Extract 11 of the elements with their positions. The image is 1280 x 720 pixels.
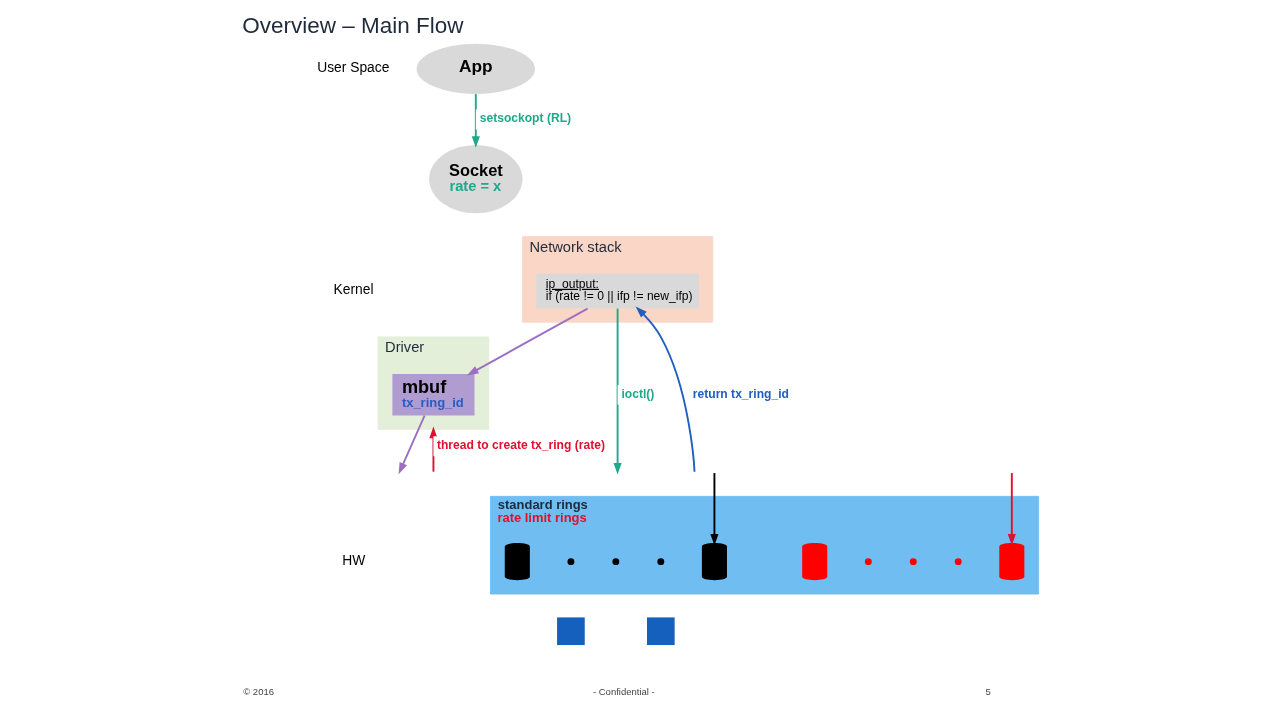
edge-label: return tx_ring_id (692, 386, 789, 401)
label: Kernel (333, 281, 374, 298)
label: HW (341, 551, 365, 568)
edge-label: ioctl() (620, 386, 654, 401)
edge-label: setsockopt (RL) (479, 111, 571, 126)
diagram-title: Overview – Main Flow (241, 13, 463, 39)
label: User Space (316, 59, 389, 76)
edge-label: thread to create tx_ring (rate) (436, 438, 605, 453)
label: 5 (984, 686, 991, 698)
label: © 2016 (242, 686, 274, 698)
label: - Confidential - (592, 686, 655, 698)
